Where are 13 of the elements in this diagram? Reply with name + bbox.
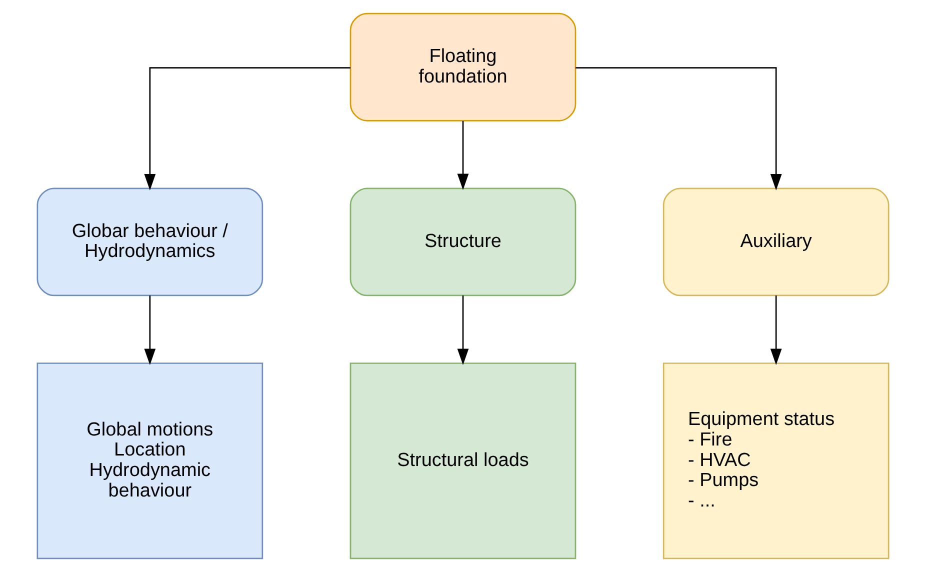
arrow — [456, 296, 468, 366]
arrow — [456, 121, 468, 190]
node-box: Structure — [349, 188, 576, 296]
node-box: Structural loads — [349, 362, 576, 560]
arrow — [144, 67, 350, 190]
node-box: Equipment status - Fire - HVAC - Pumps - ... — [662, 362, 889, 560]
arrow — [144, 296, 156, 366]
arrow — [770, 296, 782, 366]
arrow — [575, 67, 782, 190]
node-box: Auxiliary — [662, 188, 889, 296]
node-box: Global motions Location Hydrodynamic behaviour — [36, 362, 263, 560]
node-box: Floating foundation — [349, 12, 576, 122]
node-box: Globar behaviour / Hydrodynamics — [36, 188, 263, 296]
